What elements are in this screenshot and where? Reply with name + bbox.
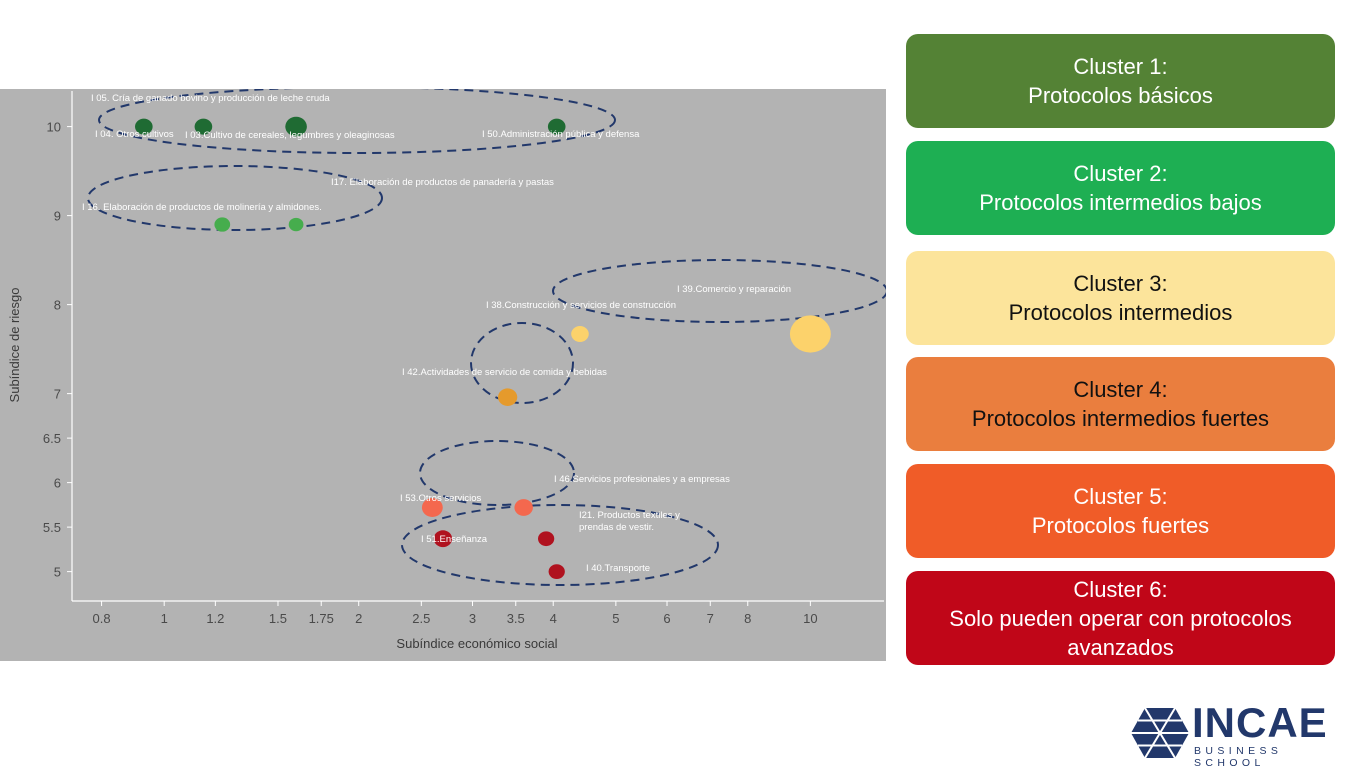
point-label: I 42.Actividades de servicio de comida y… [402, 367, 607, 378]
point-label: I 16. Elaboración de productos de moline… [82, 202, 322, 213]
cluster-3-title: Cluster 3: [1073, 271, 1168, 296]
cluster-6-card: Cluster 6: Solo pueden operar con protoc… [906, 571, 1335, 665]
point-label: I 04. Otros cultivos [95, 129, 174, 140]
x-tick-label: 1.5 [269, 611, 287, 626]
x-tick-label: 4 [550, 611, 557, 626]
cluster-4-card: Cluster 4: Protocolos intermedios fuerte… [906, 357, 1335, 451]
point-label: I 46.Servicios profesionales y a empresa… [554, 474, 730, 485]
data-point [433, 530, 453, 548]
x-tick-label: 2 [355, 611, 362, 626]
point-label: I 53.Otros servicios [400, 493, 482, 504]
cluster-2-card: Cluster 2: Protocolos intermedios bajos [906, 141, 1335, 235]
x-tick-label: 5 [612, 611, 619, 626]
data-point [514, 499, 533, 516]
cluster-5-ellipse [419, 440, 575, 506]
y-tick-label: 10 [47, 120, 61, 135]
cluster-3-subtitle: Protocolos intermedios [1008, 300, 1233, 325]
data-point [538, 531, 555, 547]
point-label: I 51.Enseñanza [421, 534, 488, 545]
x-tick-label: 3 [469, 611, 476, 626]
point-label: I17. Elaboración de productos de panader… [331, 177, 554, 188]
point-label: I 03.Cultivo de cereales, legumbres y ol… [185, 130, 395, 141]
logo-tagline: BUSINESS SCHOOL [1194, 745, 1283, 769]
x-tick-label: 1.75 [309, 611, 334, 626]
cluster-1-title: Cluster 1: [1073, 54, 1168, 79]
cluster-2-ellipse [87, 165, 383, 231]
data-point [497, 388, 518, 406]
data-point [214, 217, 231, 232]
incae-logo: INCAE BUSINESS SCHOOL [1130, 699, 1345, 769]
cluster-4-title: Cluster 4: [1073, 377, 1168, 402]
x-tick-label: 7 [707, 611, 714, 626]
cluster-2-title: Cluster 2: [1073, 161, 1168, 186]
y-tick-label: 7 [54, 387, 61, 402]
cluster-3-card: Cluster 3: Protocolos intermedios [906, 251, 1335, 345]
point-label: I 40.Transporte [586, 563, 650, 574]
x-tick-label: 0.8 [93, 611, 111, 626]
cluster-4-subtitle: Protocolos intermedios fuertes [971, 406, 1270, 431]
cluster-3-ellipse [552, 259, 886, 323]
cluster-6-ellipse [401, 504, 719, 586]
x-tick-label: 10 [803, 611, 817, 626]
data-point [135, 118, 153, 135]
x-axis-title: Subíndice económico social [396, 636, 557, 651]
data-point [571, 325, 589, 342]
x-tick-label: 2.5 [412, 611, 430, 626]
logo-wordmark: INCAE [1192, 699, 1328, 746]
data-point [421, 498, 443, 518]
data-point [288, 217, 304, 232]
cluster-5-card: Cluster 5: Protocolos fuertes [906, 464, 1335, 558]
cluster-5-title: Cluster 5: [1073, 484, 1168, 509]
cluster-6-subtitle: Solo pueden operar con protocolos avanza… [949, 605, 1292, 660]
cluster-1-ellipse [98, 89, 616, 154]
data-point [789, 315, 831, 353]
point-label: I 38.Construcción y servicios de constru… [486, 300, 676, 311]
point-label: I 50.Administración pública y defensa [482, 129, 640, 140]
x-tick-label: 1 [161, 611, 168, 626]
data-point [194, 118, 213, 135]
scatter-chart-panel: 0.8 1 1.2 1.5 1.75 2 2.5 3 3.5 4 5 6 7 8 10 5 5.5 6 6.5 7 8 9… [0, 89, 886, 661]
point-label: I 39.Comercio y reparación [677, 284, 791, 295]
cluster-6-title: Cluster 6: [1073, 576, 1168, 602]
y-tick-label: 8 [54, 298, 61, 313]
y-axis-title: Subíndice de riesgo [7, 288, 22, 403]
cluster-4-ellipse [470, 322, 574, 404]
y-tick-label: 6.5 [43, 431, 61, 446]
y-tick-label: 5 [54, 565, 61, 580]
data-point [547, 118, 566, 135]
x-tick-label: 6 [663, 611, 670, 626]
cluster-5-subtitle: Protocolos fuertes [1031, 513, 1210, 538]
incae-hexagon-icon [1131, 707, 1189, 759]
scatter-chart: 0.8 1 1.2 1.5 1.75 2 2.5 3 3.5 4 5 6 7 8 10 5 5.5 6 6.5 7 8 9… [7, 89, 886, 651]
cluster-1-card: Cluster 1: Protocolos básicos [906, 34, 1335, 128]
x-tick-label: 1.2 [206, 611, 224, 626]
point-label: I 05. Cría de ganado bovino y producción… [91, 93, 330, 104]
data-point [548, 564, 565, 580]
y-tick-label: 5.5 [43, 520, 61, 535]
cluster-2-subtitle: Protocolos intermedios bajos [979, 190, 1262, 215]
y-tick-label: 6 [54, 476, 61, 491]
cluster-1-subtitle: Protocolos básicos [1028, 83, 1213, 108]
x-tick-label: 3.5 [507, 611, 525, 626]
y-tick-label: 9 [54, 209, 61, 224]
data-point [285, 116, 307, 137]
x-tick-label: 8 [744, 611, 751, 626]
